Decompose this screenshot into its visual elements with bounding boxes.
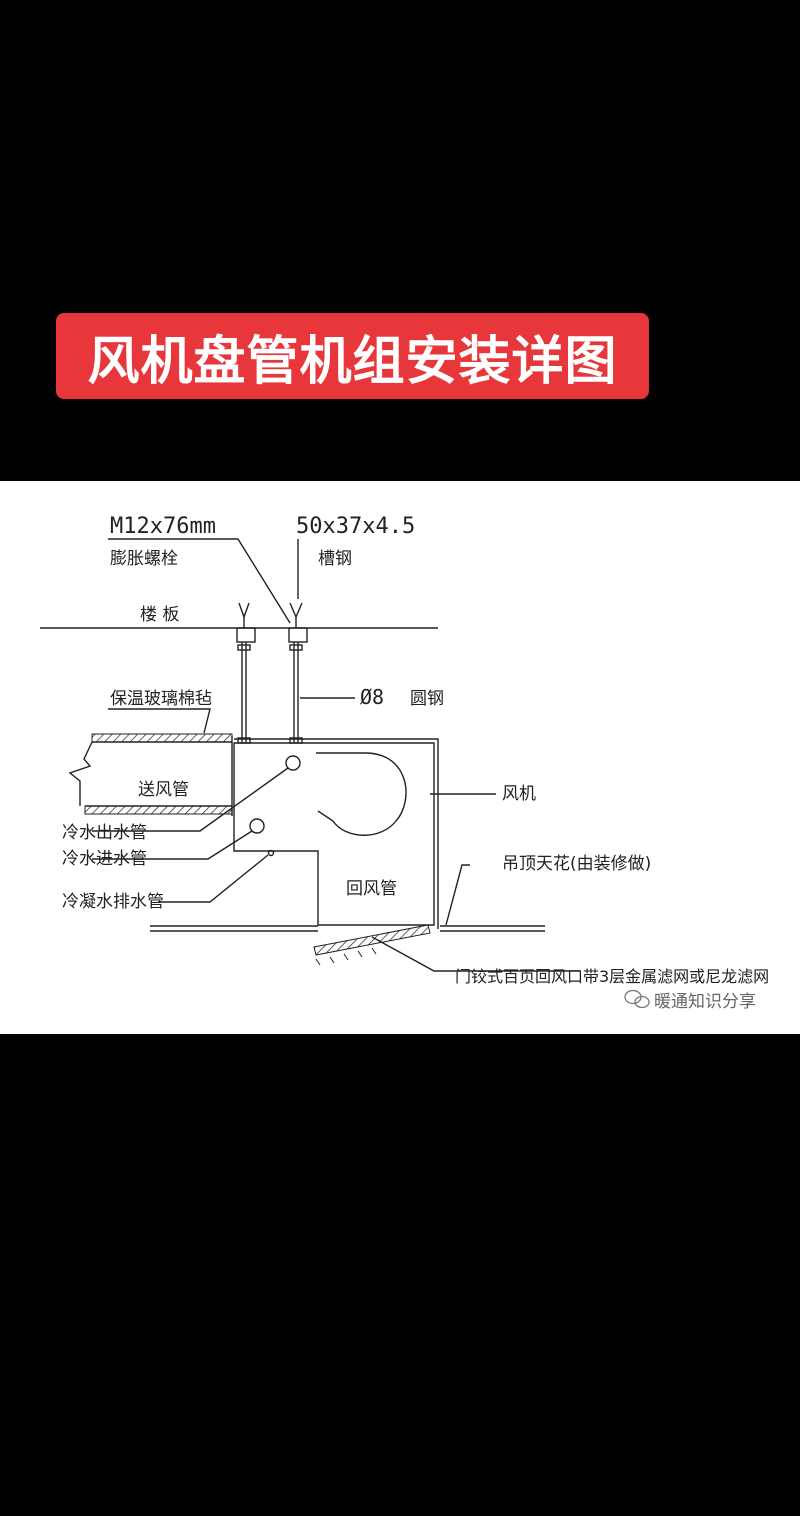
channel-name-label: 槽钢: [318, 549, 352, 569]
rod-spec-label: Ø8: [360, 685, 384, 709]
drawing-svg: M12x76mm 膨胀螺栓 50x37x4.5 槽钢 楼 板 Ø8 圆钢 保温玻…: [40, 514, 769, 1012]
condensate-label: 冷凝水排水管: [62, 892, 164, 912]
chilled-out-pipe: [285, 755, 301, 771]
fan-volute: [316, 752, 407, 836]
insulation-hatch: [91, 733, 233, 743]
floor-slab-label: 楼 板: [140, 605, 179, 625]
chilled-out-label: 冷水出水管: [62, 823, 147, 843]
ceiling-line: [150, 925, 545, 932]
condensate-pipe: [267, 849, 275, 857]
title-banner: 风机盘管机组安装详图: [56, 313, 649, 399]
bolt-name-label: 膨胀螺栓: [110, 549, 178, 569]
return-grille: [313, 924, 431, 956]
hanger-rod-left: [237, 642, 251, 744]
ceiling-label: 吊顶天花(由装修做): [502, 854, 651, 874]
insulation-label: 保温玻璃棉毡: [110, 689, 212, 709]
watermark-text: 暖通知识分享: [654, 992, 756, 1012]
bolt-right: [288, 602, 308, 643]
wechat-icon: [624, 989, 650, 1009]
bolt-left: [236, 602, 256, 643]
chilled-in-label: 冷水进水管: [62, 849, 147, 869]
bolt-spec-label: M12x76mm: [110, 514, 216, 539]
chilled-in-pipe: [249, 818, 265, 834]
rod-name-label: 圆钢: [410, 689, 444, 709]
hanger-rod-right: [289, 642, 303, 744]
fan-label: 风机: [502, 784, 536, 804]
supply-duct: [68, 736, 233, 816]
page-title: 风机盘管机组安装详图: [87, 331, 618, 392]
return-duct-label: 回风管: [346, 879, 397, 899]
return-grille-label: 门铰式百页回风口带3层金属滤网或尼龙滤网: [455, 967, 769, 986]
fcu-casing: [233, 742, 435, 926]
installation-drawing: M12x76mm 膨胀螺栓 50x37x4.5 槽钢 楼 板 Ø8 圆钢 保温玻…: [0, 481, 800, 1034]
supply-duct-label: 送风管: [138, 780, 189, 800]
channel-spec-label: 50x37x4.5: [296, 514, 415, 539]
